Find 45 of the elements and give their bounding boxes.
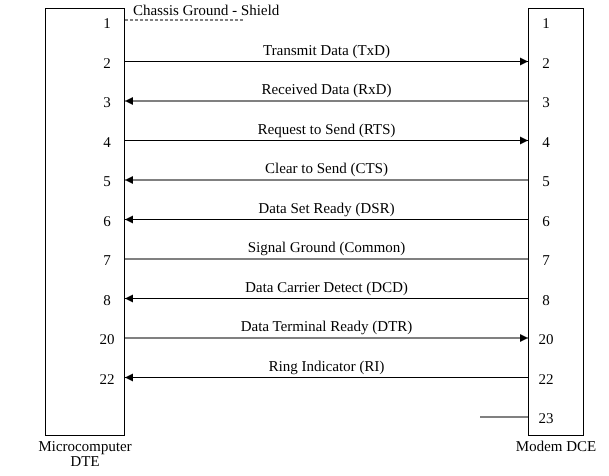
- signal-name: Chassis Ground - Shield: [132, 4, 280, 19]
- arrow: [124, 97, 528, 105]
- pin-number: 8: [529, 292, 563, 310]
- pin-number: 2: [529, 54, 563, 72]
- arrow: [124, 58, 528, 66]
- pin-number: 6: [529, 212, 563, 230]
- signal-name: Clear to Send (CTS): [263, 162, 390, 177]
- signal-line: [124, 258, 528, 260]
- signal-name: Data Set Ready (DSR): [256, 202, 397, 216]
- signal-name: Transmit Data (TxD): [261, 44, 392, 58]
- connector-box: [528, 8, 584, 436]
- pin-number: 4: [529, 134, 563, 152]
- pin-number: 6: [90, 212, 124, 230]
- pin-number: 4: [90, 134, 124, 152]
- signal-name: Signal Ground (Common): [246, 241, 408, 256]
- pin-number: 8: [90, 292, 124, 310]
- connector-box: [45, 8, 125, 436]
- pin-number: 7: [529, 252, 563, 270]
- signal-name: Request to Send (RTS): [256, 122, 398, 138]
- arrow: [124, 216, 528, 224]
- signal-name: Data Terminal Ready (DTR): [238, 320, 414, 335]
- pin-number: 5: [529, 173, 563, 191]
- arrow: [124, 334, 528, 342]
- arrow: [124, 136, 528, 144]
- pin-number: 5: [90, 173, 124, 191]
- pin-number: 2: [90, 54, 124, 72]
- pin-number: 3: [90, 94, 124, 112]
- pin-number: 7: [90, 252, 124, 270]
- pin-number: 3: [529, 94, 563, 112]
- arrow: [124, 176, 528, 184]
- pin-number: 22: [90, 370, 124, 388]
- pin-number: 22: [529, 370, 563, 388]
- pin-number: 1: [529, 15, 563, 33]
- arrow: [124, 374, 528, 382]
- device-label: Modem DCE: [514, 440, 598, 455]
- pin-number: 20: [529, 331, 563, 349]
- pin-number: 1: [90, 15, 124, 33]
- pin-number: 23: [529, 410, 563, 428]
- device-label: Microcomputer DTE: [37, 440, 133, 470]
- signal-name: Ring Indicator (RI): [266, 360, 386, 374]
- arrow: [124, 294, 528, 302]
- signal-line: [480, 416, 528, 418]
- pin-number: 20: [90, 331, 124, 349]
- signal-name: Data Carrier Detect (DCD): [243, 280, 410, 296]
- signal-name: Received Data (RxD): [260, 83, 394, 98]
